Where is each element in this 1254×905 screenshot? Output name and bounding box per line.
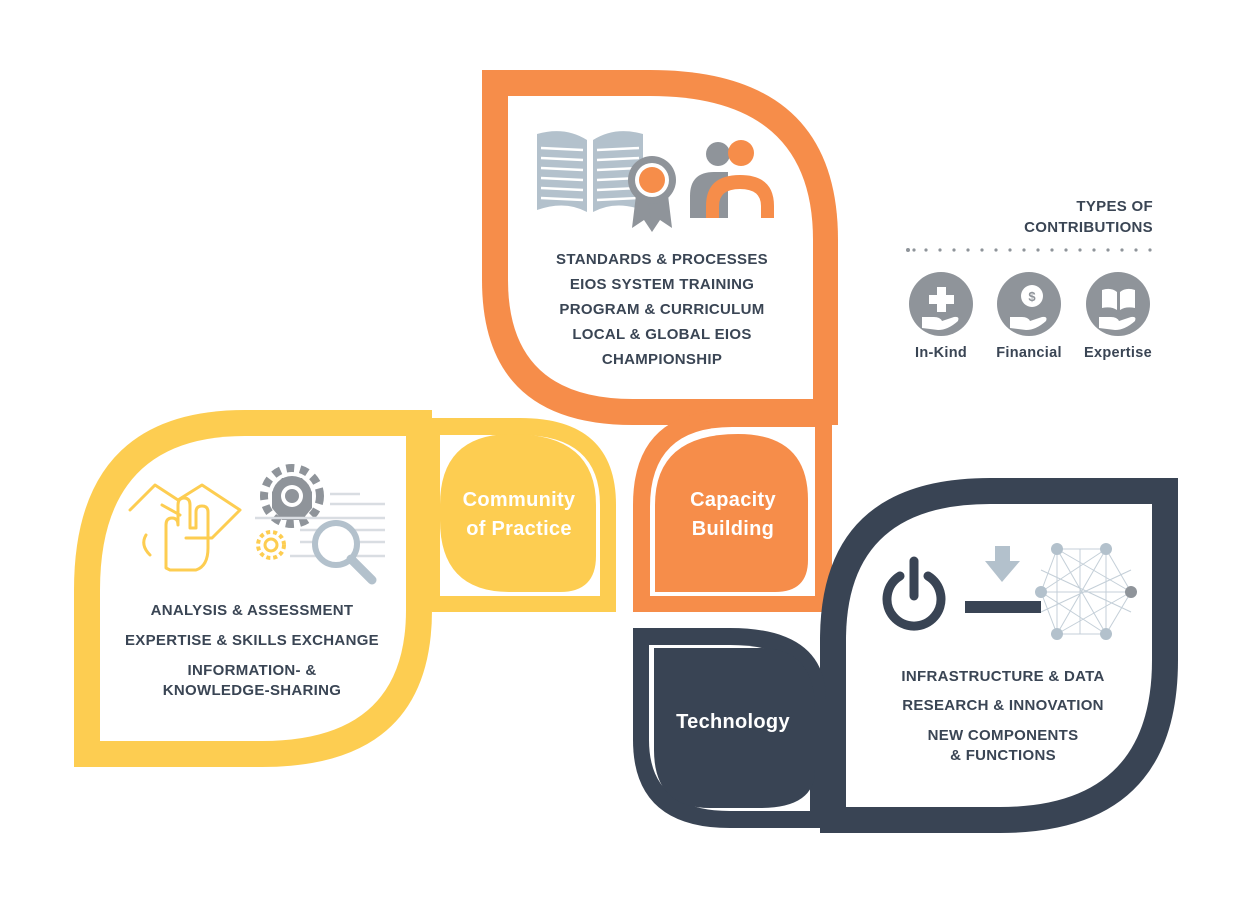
technology-segment (633, 478, 1178, 833)
power-icon (882, 556, 946, 631)
legend-label-expertise: Expertise (1084, 345, 1152, 361)
list-item: EXPERTISE & SKILLS EXCHANGE (125, 632, 379, 649)
list-item: INFRASTRUCTURE & DATA (901, 668, 1105, 685)
list-item: EIOS SYSTEM TRAINING (569, 276, 755, 293)
legend-title-line: TYPES OF (1076, 198, 1153, 215)
hand-plus-icon (909, 272, 973, 336)
capacity-building-badge (655, 434, 808, 592)
open-book-icon (537, 131, 643, 212)
list-item: & FUNCTIONS (950, 747, 1056, 764)
label-line: Building (691, 518, 775, 540)
community-of-practice-label: Community of Practice (446, 486, 592, 544)
legend-title-line: CONTRIBUTIONS (1024, 219, 1153, 236)
community-of-practice-badge (440, 434, 596, 592)
community-of-practice-items: ANALYSIS & ASSESSMENT EXPERTISE & SKILLS… (112, 601, 392, 701)
legend-title: TYPES OF CONTRIBUTIONS (1000, 196, 1153, 238)
capacity-building-label: Capacity Building (665, 486, 801, 544)
svg-text:$: $ (1028, 289, 1036, 304)
hands-collaboration-icon (128, 483, 242, 572)
list-item: KNOWLEDGE-SHARING (162, 682, 342, 699)
list-item: ANALYSIS & ASSESSMENT (150, 602, 354, 619)
legend-label-in-kind: In-Kind (914, 345, 968, 361)
hand-coin-icon: $ (997, 272, 1061, 336)
list-item: LOCAL & GLOBAL EIOS (572, 326, 752, 343)
list-item: INFORMATION- & (187, 662, 317, 679)
list-item: CHAMPIONSHIP (601, 351, 723, 368)
community-of-practice-segment (74, 410, 616, 767)
people-icon (690, 140, 774, 218)
technology-badge (654, 648, 815, 808)
capacity-building-segment (482, 70, 838, 612)
legend: $ (906, 248, 1152, 336)
list-item: NEW COMPONENTS (927, 727, 1079, 744)
technology-label: Technology (676, 711, 790, 733)
label-line: of Practice (466, 518, 572, 540)
list-item: PROGRAM & CURRICULUM (559, 301, 765, 318)
network-icon (1035, 543, 1137, 640)
award-ribbon-icon (628, 156, 676, 232)
label-line: Capacity (690, 489, 776, 511)
label-line: Community (462, 489, 576, 511)
magnifier-icon (312, 520, 377, 585)
gears-icon (255, 464, 385, 560)
download-icon (965, 546, 1041, 613)
legend-label-financial: Financial (996, 345, 1062, 361)
list-item: STANDARDS & PROCESSES (556, 251, 768, 268)
capacity-building-items: STANDARDS & PROCESSES EIOS SYSTEM TRAINI… (540, 247, 784, 372)
technology-items: INFRASTRUCTURE & DATA RESEARCH & INNOVAT… (878, 667, 1128, 766)
list-item: RESEARCH & INNOVATION (902, 697, 1104, 714)
legend-divider (906, 248, 1152, 252)
hand-book-icon (1086, 272, 1150, 336)
